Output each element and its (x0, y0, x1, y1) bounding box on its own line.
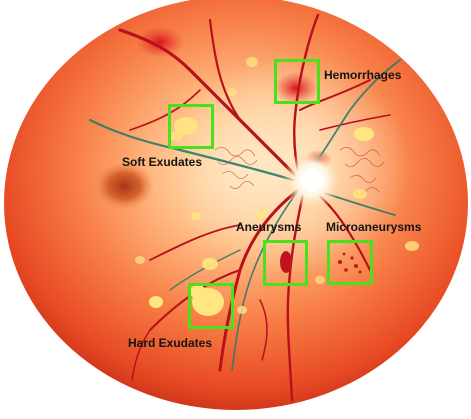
hemorrhage-spot (274, 72, 318, 104)
hemorrhages-box (274, 59, 320, 104)
exudates (135, 57, 419, 316)
soft-exudates-label: Soft Exudates (122, 155, 203, 169)
microaneurysm-dots (338, 252, 362, 274)
hemorrhages-label: Hemorrhages (324, 68, 402, 82)
soft-exudates-box (168, 104, 214, 149)
hemorrhage-spot (136, 26, 184, 58)
aneurysms-label: Aneurysms (236, 220, 302, 234)
aneurysm-bulge (280, 251, 292, 273)
macula (94, 162, 154, 210)
aneurysms-box (263, 240, 308, 286)
microaneurysms-box (327, 240, 373, 285)
microaneurysms-label: Microaneurysms (326, 220, 422, 234)
hard-exudates-label: Hard Exudates (128, 336, 213, 350)
hard-exudates-box (188, 283, 234, 329)
